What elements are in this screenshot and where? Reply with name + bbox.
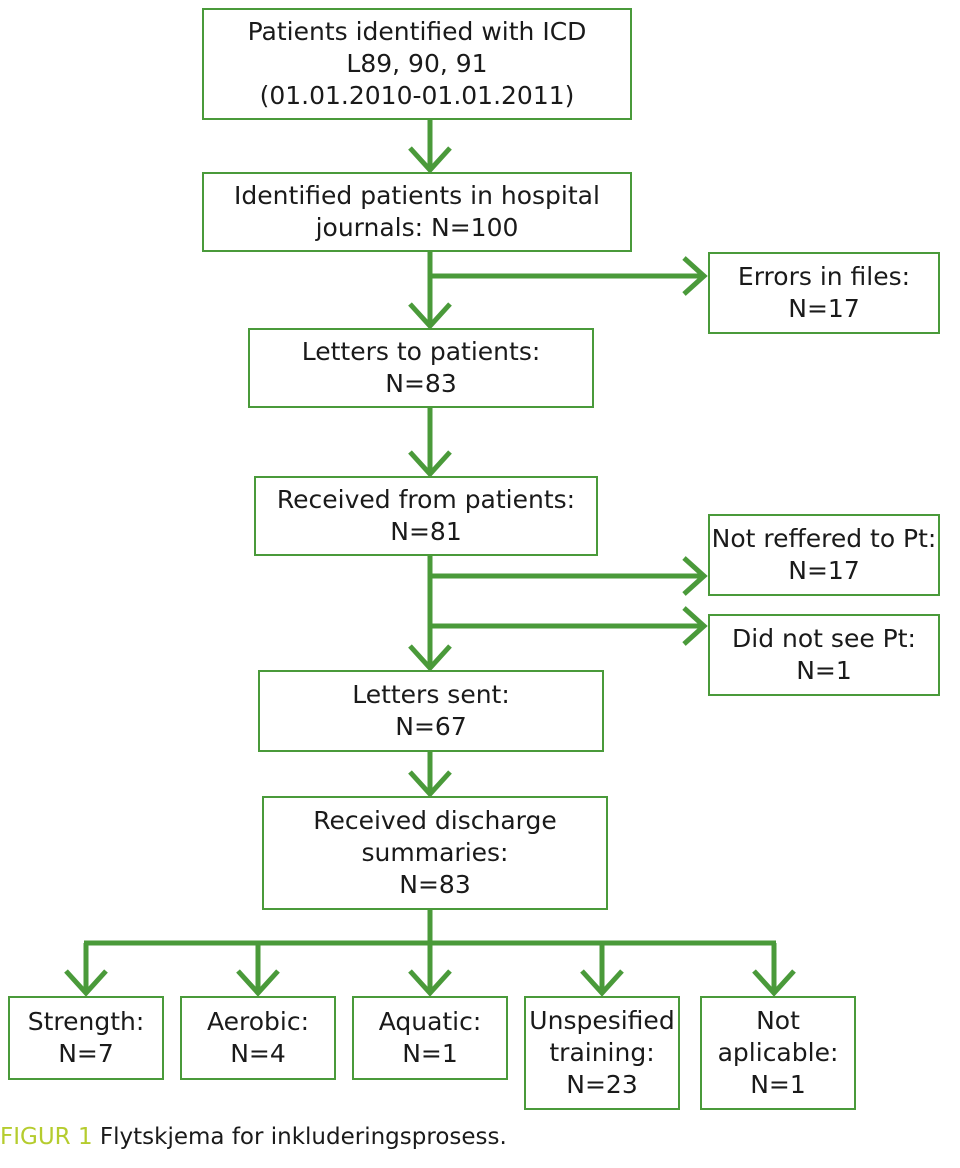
box-not-applicable-line-3: N=1 [750, 1070, 806, 1099]
box-letters-sent: Letters sent: N=67 [258, 670, 604, 752]
box-strength-line-2: N=7 [58, 1039, 114, 1068]
arrowhead-journals [408, 146, 452, 174]
box-journals: Identified patients in hospital journals… [202, 172, 632, 252]
figure-caption-text: Flytskjema for inkluderingsprosess. [92, 1124, 507, 1150]
box-not-referred-line-1: Not reffered to Pt: [711, 524, 937, 553]
flowchart: Patients identified with ICD L89, 90, 91… [8, 8, 940, 1110]
box-letters-sent-line-2: N=67 [395, 712, 467, 741]
box-aquatic-line-2: N=1 [402, 1039, 458, 1068]
box-strength: Strength: N=7 [8, 996, 164, 1080]
box-did-not-see: Did not see Pt: N=1 [708, 614, 940, 696]
box-discharge-line-1: Received discharge [313, 806, 557, 835]
box-unspecified-line-1: Unspesified [529, 1006, 675, 1035]
box-errors-line-2: N=17 [788, 294, 860, 323]
arrowhead-not-applicable [752, 969, 796, 997]
box-aerobic-line-2: N=4 [230, 1039, 286, 1068]
box-not-applicable: Not aplicable: N=1 [700, 996, 856, 1110]
box-strength-line-1: Strength: [27, 1007, 145, 1036]
box-not-referred: Not reffered to Pt: N=17 [708, 514, 940, 596]
box-not-applicable-line-2: aplicable: [717, 1038, 839, 1067]
arrowhead-not-referred [682, 556, 708, 596]
figure-caption: FIGUR 1 Flytskjema for inkluderingsprose… [0, 1124, 507, 1150]
arrowhead-aquatic [408, 969, 452, 997]
flow-arrows [64, 120, 796, 997]
box-icd-line-1: Patients identified with ICD [247, 17, 587, 46]
box-discharge-line-2: summaries: [361, 838, 509, 867]
box-did-not-see-line-2: N=1 [796, 656, 852, 685]
box-aquatic: Aquatic: N=1 [352, 996, 508, 1080]
box-errors: Errors in files: N=17 [708, 252, 940, 334]
box-errors-line-1: Errors in files: [737, 262, 911, 291]
box-letters-to-patients-line-1: Letters to patients: [301, 337, 541, 366]
arrowhead-strength [64, 969, 108, 997]
arrowhead-did-not-see [682, 606, 708, 646]
box-icd-line-3: (01.01.2010-01.01.2011) [259, 81, 575, 110]
figure-caption-label: FIGUR 1 [0, 1124, 93, 1150]
box-discharge-line-3: N=83 [399, 870, 471, 899]
box-journals-line-2: journals: N=100 [315, 213, 519, 242]
box-received-line-1: Received from patients: [276, 485, 576, 514]
box-received-from-patients: Received from patients: N=81 [254, 476, 598, 556]
box-icd-line-2: L89, 90, 91 [346, 49, 488, 78]
arrowhead-aerobic [236, 969, 280, 997]
box-unspecified-line-3: N=23 [566, 1070, 638, 1099]
box-not-applicable-line-1: Not [756, 1006, 800, 1035]
box-not-referred-line-2: N=17 [788, 556, 860, 585]
arrowhead-received [408, 450, 452, 478]
box-icd: Patients identified with ICD L89, 90, 91… [202, 8, 632, 120]
box-received-line-2: N=81 [390, 517, 462, 546]
box-aquatic-line-1: Aquatic: [378, 1007, 482, 1036]
arrowhead-errors [682, 256, 708, 296]
box-discharge: Received discharge summaries: N=83 [262, 796, 608, 910]
box-letters-to-patients-line-2: N=83 [385, 369, 457, 398]
box-letters-sent-line-1: Letters sent: [352, 680, 510, 709]
box-aerobic-line-1: Aerobic: [206, 1007, 310, 1036]
box-aerobic: Aerobic: N=4 [180, 996, 336, 1080]
box-unspecified-line-2: training: [549, 1038, 655, 1067]
arrowhead-discharge [408, 770, 452, 798]
arrowhead-sent [408, 644, 452, 672]
box-journals-line-1: Identified patients in hospital [234, 181, 600, 210]
box-letters-to-patients: Letters to patients: N=83 [248, 328, 594, 408]
arrowhead-letters [408, 302, 452, 330]
arrowhead-unspecified [580, 969, 624, 997]
box-unspecified: Unspesified training: N=23 [524, 996, 680, 1110]
box-did-not-see-line-1: Did not see Pt: [732, 624, 916, 653]
